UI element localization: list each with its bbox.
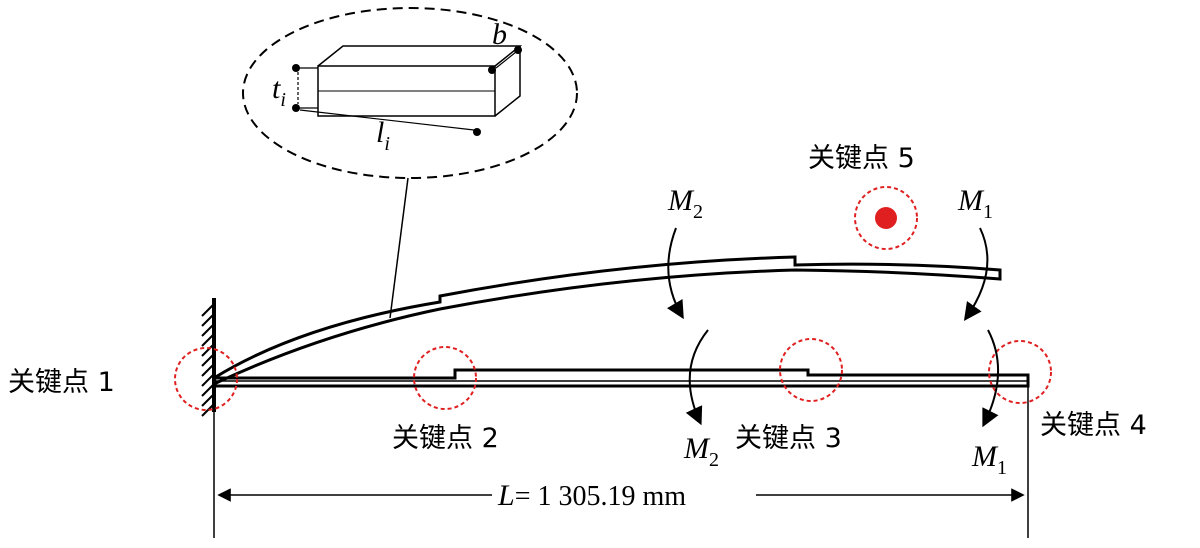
length-dimension-label: L= 1 305.19 mm — [497, 479, 686, 512]
thickness-label: ti — [272, 72, 286, 111]
moment-m1-lower-arrow — [982, 329, 1000, 428]
undeformed-beam — [214, 368, 1030, 388]
length-label: li — [376, 116, 390, 155]
key-point-4-label: 关键点 4 — [1040, 410, 1147, 441]
width-label: b — [492, 18, 507, 51]
key-point-2-marker — [413, 346, 477, 410]
moment-m2-upper-arrow — [666, 227, 684, 320]
element-detail-inset: ti li b — [242, 7, 578, 319]
moment-m2-upper-label: M2 — [667, 184, 703, 223]
key-point-3-label: 关键点 3 — [735, 423, 842, 454]
length-dimension: L= 1 305.19 mm — [213, 386, 1029, 538]
key-point-4-marker — [988, 340, 1052, 404]
key-point-2-label: 关键点 2 — [392, 423, 499, 454]
moment-m1-upper-arrow — [963, 227, 989, 321]
fixed-support — [201, 298, 216, 417]
key-point-1-marker — [174, 347, 238, 411]
element-box — [317, 45, 523, 117]
moment-m2-lower-arrow — [685, 329, 709, 426]
key-point-3-marker — [779, 338, 843, 402]
deformed-beam — [213, 255, 1002, 386]
key-point-1-label: 关键点 1 — [8, 367, 115, 398]
moment-m1-upper-label: M1 — [957, 184, 993, 223]
key-point-5-label: 关键点 5 — [808, 143, 915, 174]
moment-m1-lower-label: M1 — [971, 440, 1007, 479]
moment-m2-lower-label: M2 — [683, 432, 719, 471]
key-point-5-marker — [854, 186, 918, 250]
inset-leader-line — [389, 177, 409, 319]
